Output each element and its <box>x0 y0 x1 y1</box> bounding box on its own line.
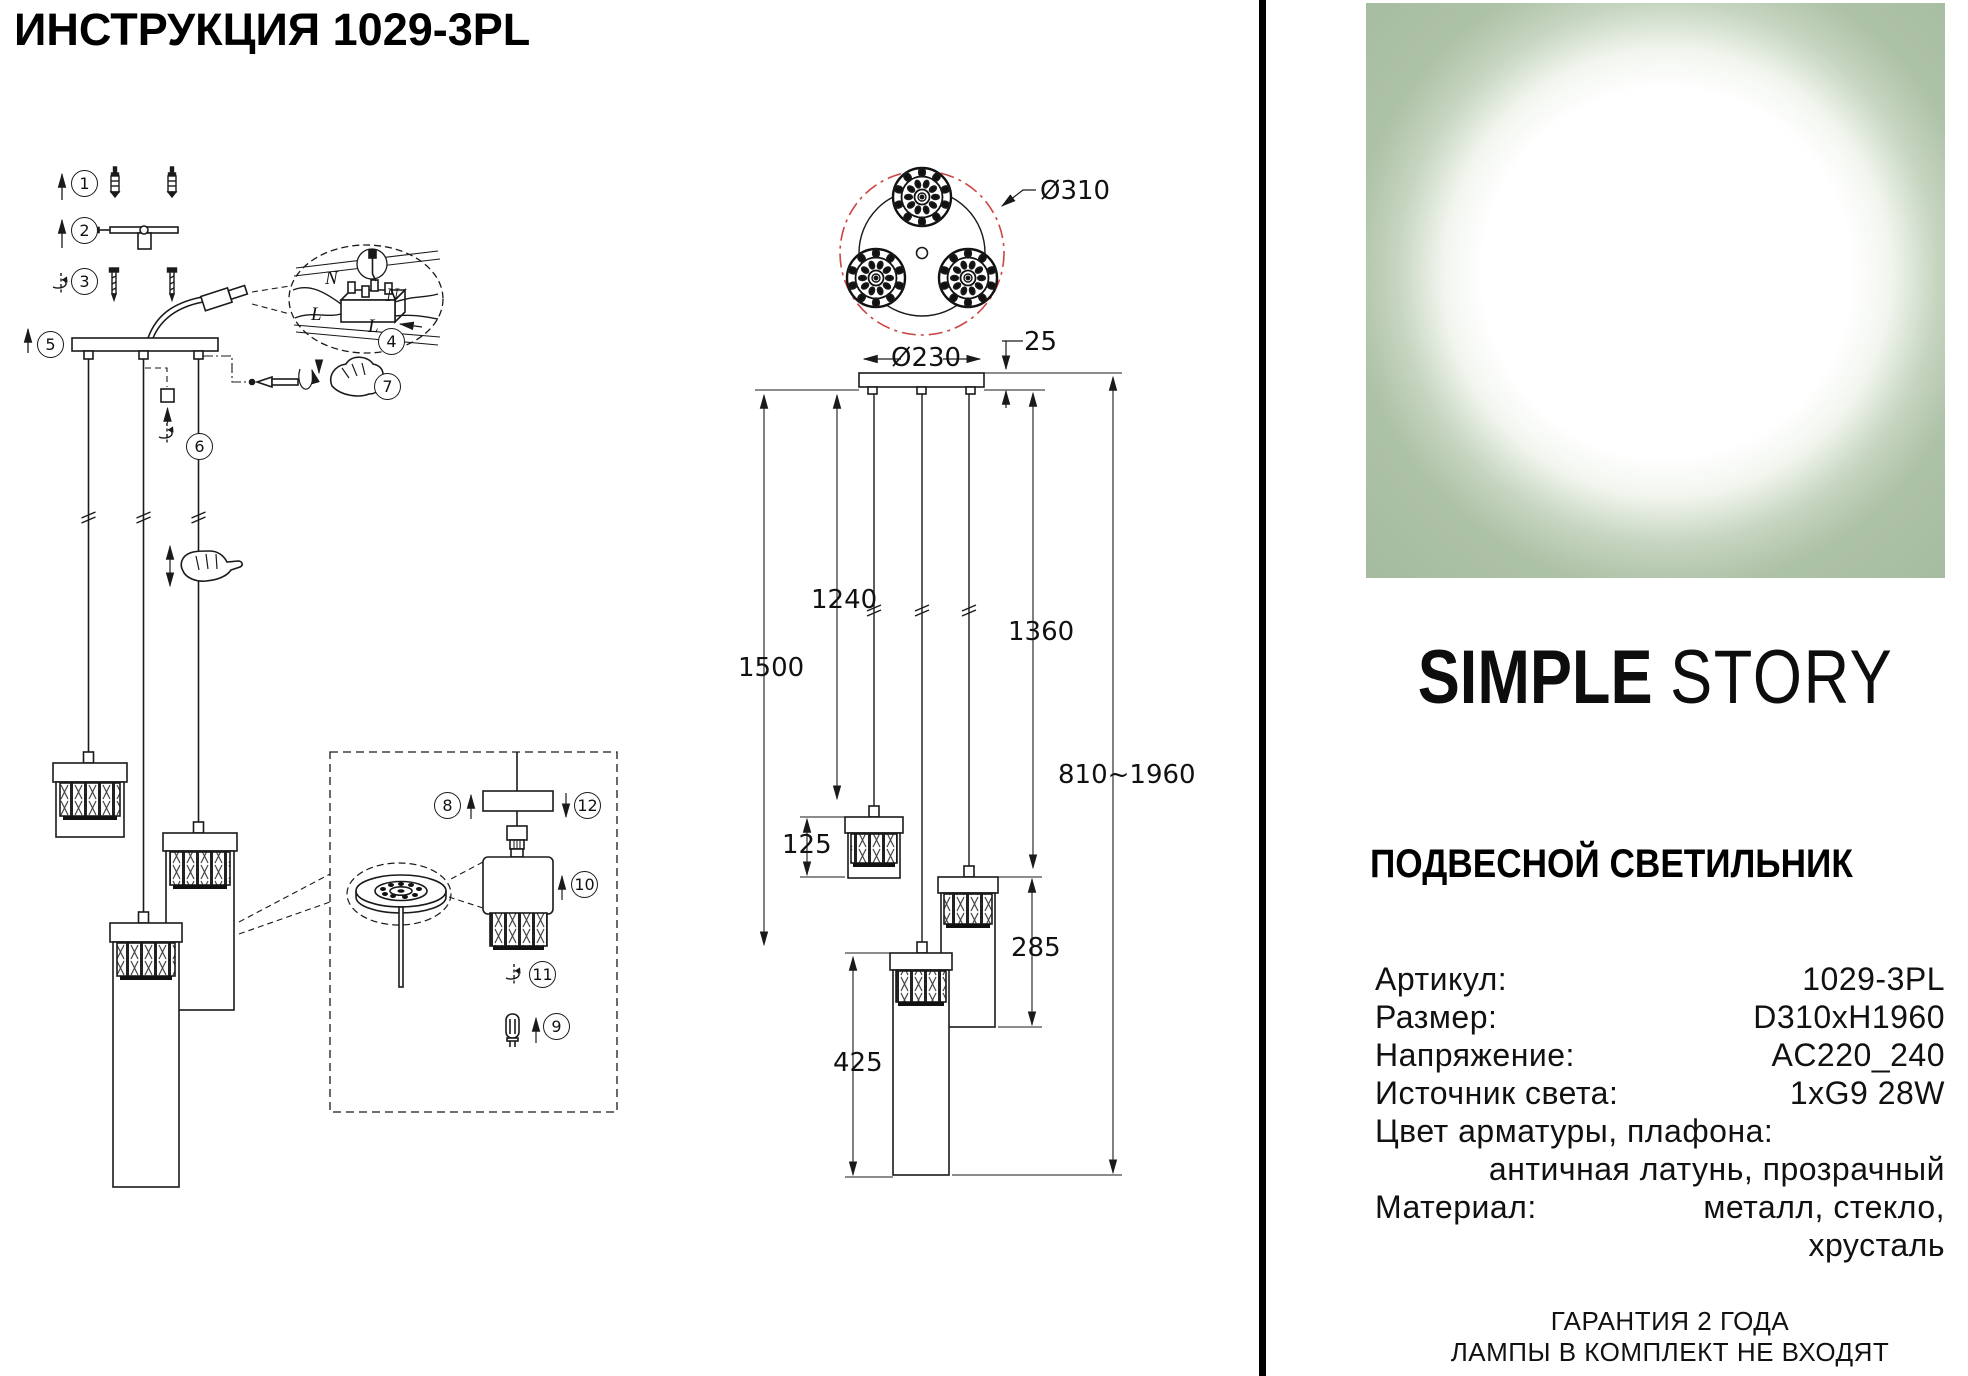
step-badge-2: 2 <box>71 217 98 244</box>
brand-word-simple: SIMPLE <box>1418 635 1653 720</box>
step-badge-4: 4 <box>378 328 405 355</box>
spec-label: Артикул: <box>1375 960 1508 997</box>
warranty-note: ГАРАНТИЯ 2 ГОДА <box>1550 1306 1790 1336</box>
spec-value: AC220_240 <box>1771 1036 1945 1073</box>
dim-label-pendant-small: 125 <box>782 830 832 860</box>
wire-label-l-left: L <box>311 304 322 325</box>
spec-row-size: Размер: D310xH1960 <box>1375 998 1945 1036</box>
step-badge-11: 11 <box>529 961 556 988</box>
dim-label-cord-middle: 1240 <box>811 585 878 615</box>
page-title: ИНСТРУКЦИЯ 1029-3PL <box>14 4 531 55</box>
spec-list: Артикул: 1029-3PL Размер: D310xH1960 Нап… <box>1375 960 1945 1264</box>
spec-row-voltage: Напряжение: AC220_240 <box>1375 1036 1945 1074</box>
spec-value: хрусталь <box>1808 1226 1945 1263</box>
brand-logo: SIMPLE STORY <box>1366 640 1946 716</box>
spec-label: Цвет арматуры, плафона: <box>1375 1112 1774 1149</box>
spec-value: 1029-3PL <box>1802 960 1945 997</box>
dim-label-pendant-large: 425 <box>833 1048 883 1078</box>
spec-label: Напряжение: <box>1375 1036 1575 1073</box>
wire-label-l-right: L <box>368 316 379 337</box>
dim-label-canopy-diameter: Ø230 <box>891 343 962 373</box>
spec-label: Материал: <box>1375 1188 1537 1225</box>
step-badge-7: 7 <box>374 373 401 400</box>
step-badge-10: 10 <box>571 871 598 898</box>
spec-row-light-source: Источник света: 1xG9 28W <box>1375 1074 1945 1112</box>
dim-label-canopy-height: 25 <box>1024 327 1058 357</box>
dim-label-cord-left: 1500 <box>738 653 805 683</box>
dim-label-cord-right: 1360 <box>1008 617 1075 647</box>
step-badge-12: 12 <box>574 792 601 819</box>
step-badge-8: 8 <box>434 792 461 819</box>
step-badge-9: 9 <box>543 1013 570 1040</box>
lamps-note: ЛАМПЫ В КОМПЛЕКТ НЕ ВХОДЯТ <box>1450 1337 1890 1367</box>
spec-row-color: Цвет арматуры, плафона: <box>1375 1112 1945 1150</box>
spec-label: Размер: <box>1375 998 1498 1035</box>
dim-label-pendant-medium: 285 <box>1011 933 1061 963</box>
spec-value: D310xH1960 <box>1753 998 1945 1035</box>
step-badge-5: 5 <box>37 331 64 358</box>
footer-notes: ГАРАНТИЯ 2 ГОДА ЛАМПЫ В КОМПЛЕКТ НЕ ВХОД… <box>1395 1306 1945 1368</box>
step-badge-3: 3 <box>71 268 98 295</box>
product-image <box>1366 3 1945 578</box>
step-badge-1: 1 <box>71 170 98 197</box>
product-type-heading: ПОДВЕСНОЙ СВЕТИЛЬНИК <box>1370 842 1853 886</box>
dim-label-overall-height: 810~1960 <box>1058 760 1196 790</box>
spec-value: металл, стекло, <box>1703 1188 1945 1225</box>
spec-row-material: Материал: металл, стекло, <box>1375 1188 1945 1226</box>
brand-word-story: STORY <box>1670 635 1894 720</box>
dim-label-top-diameter: Ø310 <box>1040 176 1111 206</box>
wire-label-n-left: N <box>325 268 338 289</box>
spec-row-material-value: хрусталь <box>1375 1226 1945 1264</box>
spec-value: античная латунь, прозрачный <box>1488 1150 1945 1187</box>
spec-value: 1xG9 28W <box>1789 1074 1945 1111</box>
technical-drawing <box>23 166 1122 1188</box>
wire-label-n-right: N <box>386 285 399 306</box>
section-divider <box>1259 0 1266 1376</box>
spec-row-article: Артикул: 1029-3PL <box>1375 960 1945 998</box>
spec-label: Источник света: <box>1375 1074 1619 1111</box>
step-badge-6: 6 <box>186 433 213 460</box>
spec-row-color-value: античная латунь, прозрачный <box>1375 1150 1945 1188</box>
